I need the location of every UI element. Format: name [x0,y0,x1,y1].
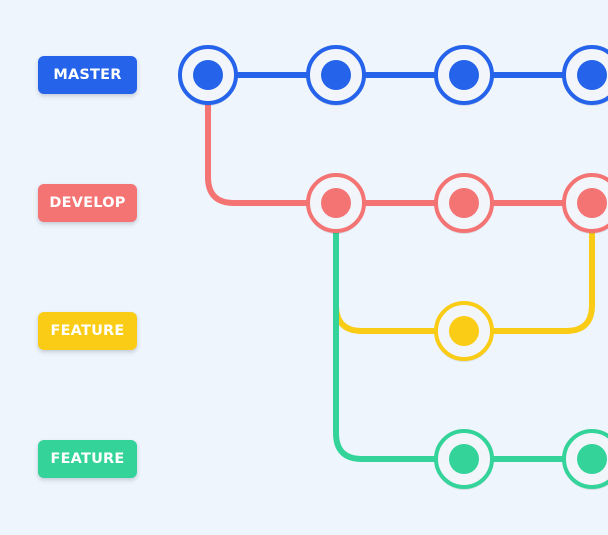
branch-label-master: MASTER [38,56,137,94]
commit-node-d3 [562,173,608,234]
commit-node-g1 [434,429,494,490]
commit-node-m1 [178,45,238,106]
commit-node-m4 [562,45,608,106]
edge-f1-d3 [461,200,595,334]
edge-m1-d1 [205,72,339,206]
branch-label-develop: DEVELOP [38,184,137,222]
branch-label-feature-2: FEATURE [38,440,137,478]
branch-label-feature: FEATURE [38,312,137,350]
commit-node-m2 [306,45,366,106]
edge-d1-g1 [333,200,467,462]
commit-node-f1 [434,301,494,362]
commit-node-g2 [562,429,608,490]
commit-node-m3 [434,45,494,106]
commit-nodes [178,45,608,490]
commit-node-d1 [306,173,366,234]
branch-lines [205,72,595,462]
commit-node-d2 [434,173,494,234]
